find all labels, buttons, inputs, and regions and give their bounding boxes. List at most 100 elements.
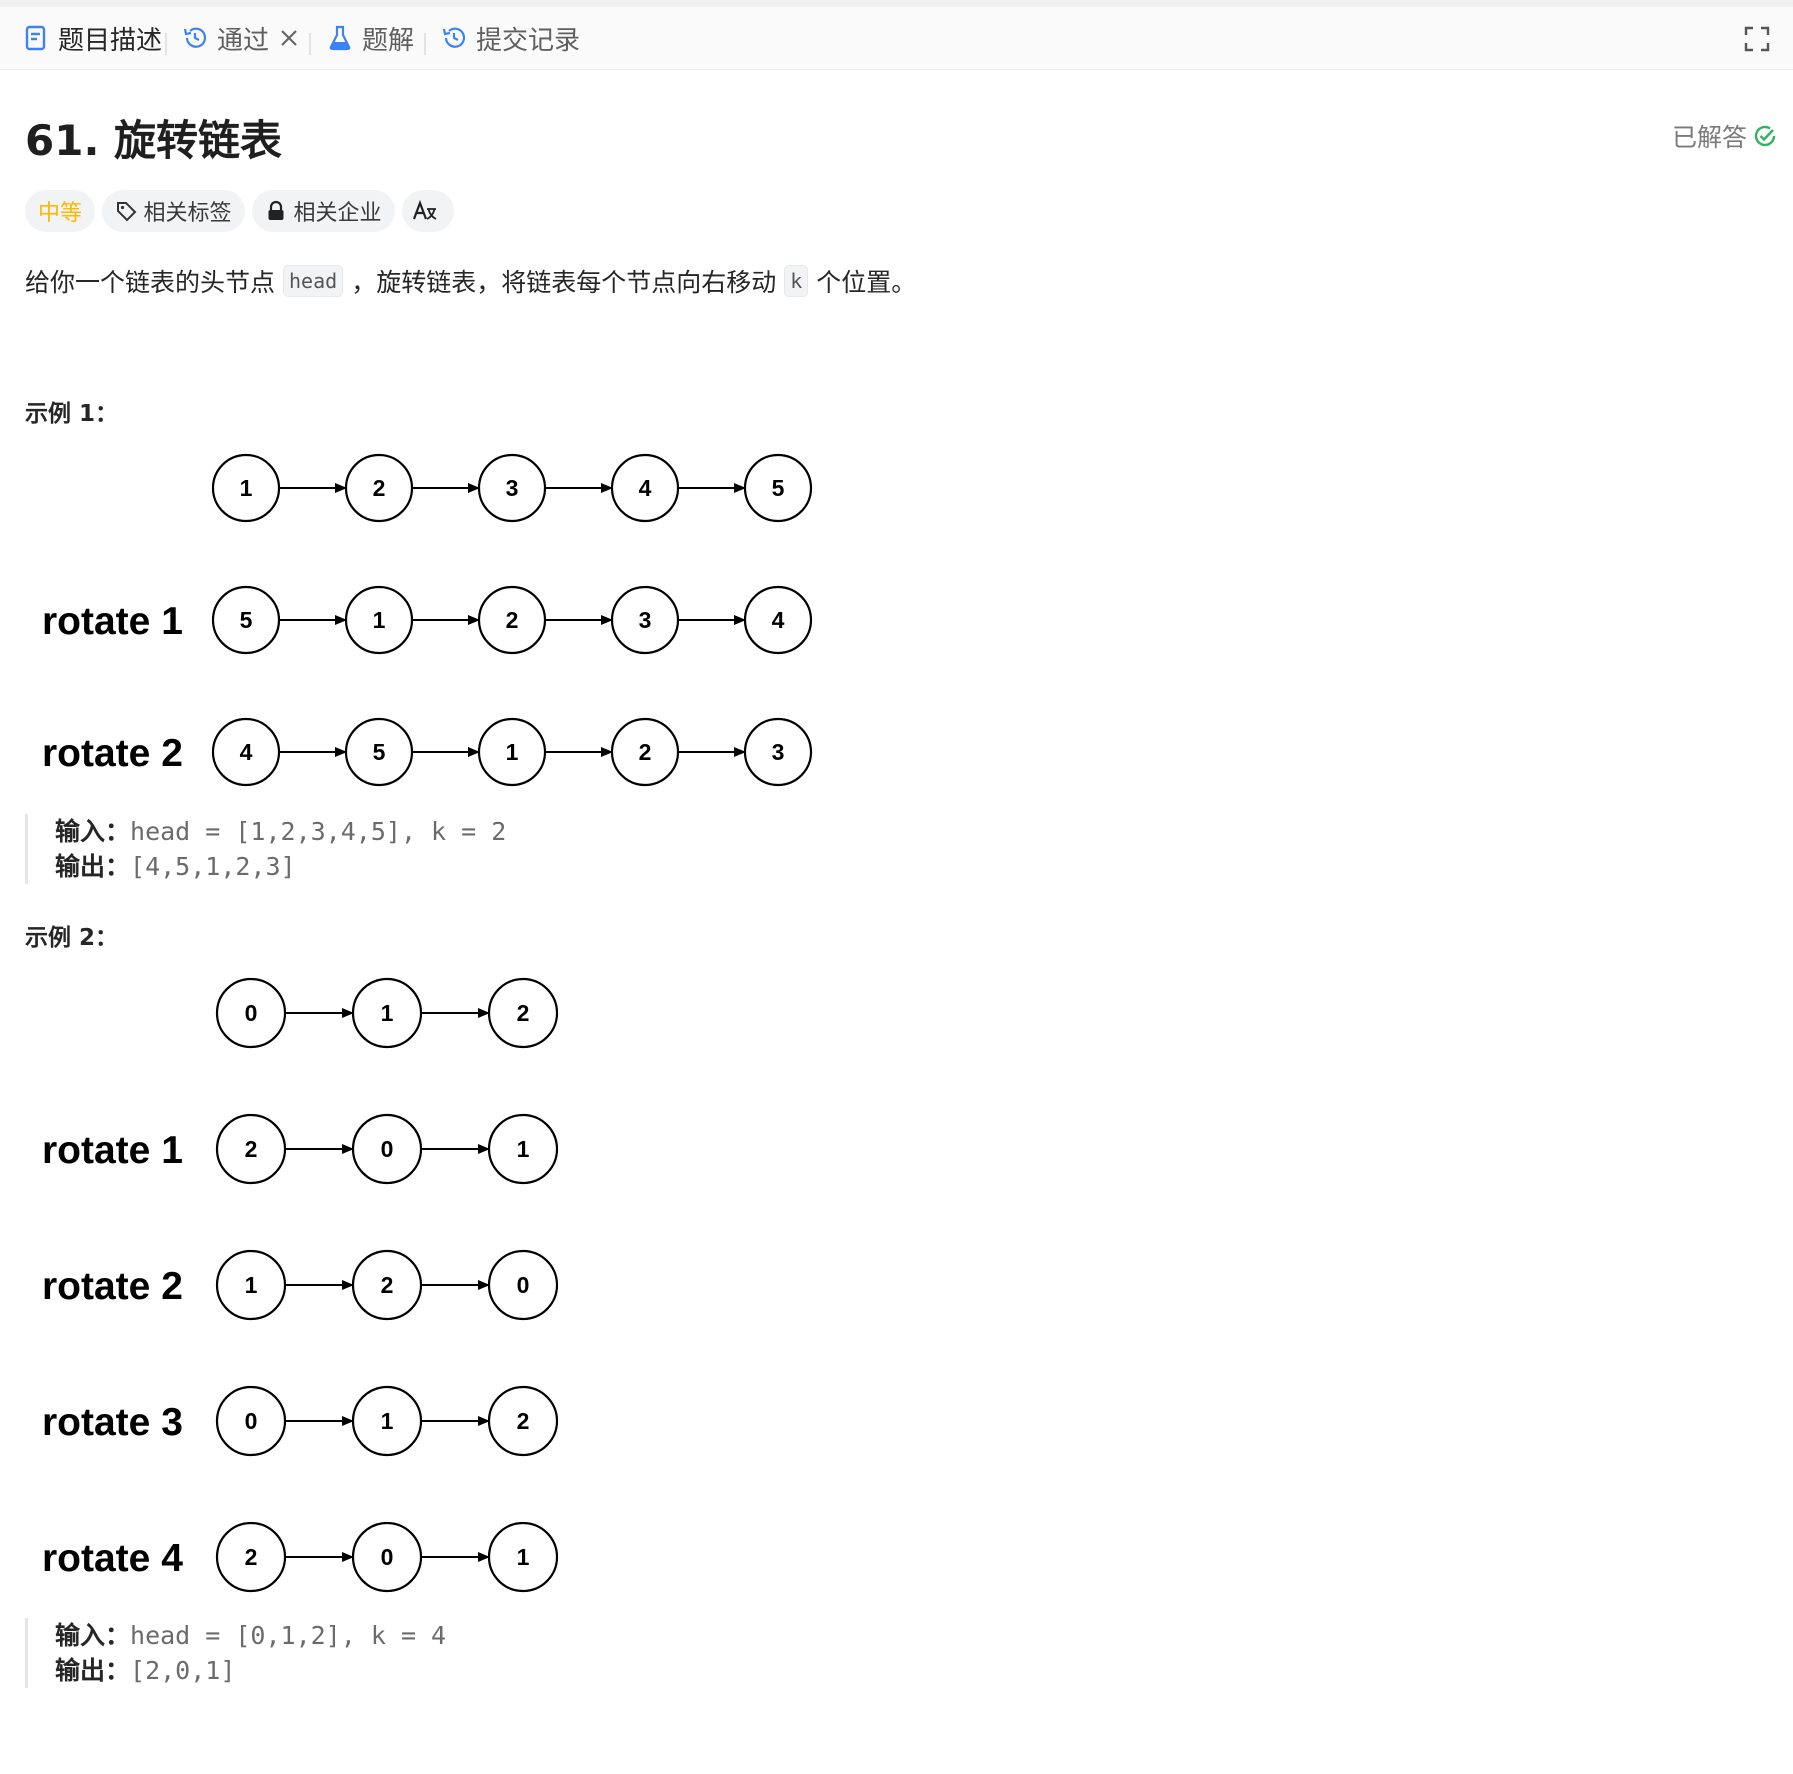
tab-description[interactable]: 题目描述 [22, 7, 162, 69]
rotate-label: rotate 1 [42, 1129, 183, 1172]
translate-button[interactable] [402, 190, 454, 232]
desc-text-3: 个位置。 [816, 268, 917, 297]
window-top-strip [0, 0, 1793, 7]
node-value: 0 [245, 1000, 258, 1026]
list-node [477, 453, 547, 523]
input-label: 输入： [55, 817, 131, 846]
list-node [487, 977, 559, 1049]
node-value: 2 [245, 1544, 258, 1570]
rotate-label: rotate 2 [42, 732, 183, 775]
list-node [351, 977, 423, 1049]
topics-button[interactable]: 相关标签 [102, 190, 245, 232]
list-node [487, 1385, 559, 1457]
node-value: 0 [381, 1544, 394, 1570]
output-value: [4,5,1,2,3] [130, 852, 296, 881]
difficulty-badge: 中等 [25, 190, 95, 232]
list-node [487, 1521, 559, 1593]
tab-bar: 题目描述 通过 题解 提交记录 [0, 7, 1793, 70]
rotate-label: rotate 4 [42, 1537, 183, 1580]
node-value: 1 [240, 475, 253, 501]
translate-icon [412, 199, 444, 223]
list-node [610, 453, 680, 523]
example-2-io: 输入：head = [0,1,2], k = 4 输出：[2,0,1] [25, 1618, 446, 1688]
example-1-io: 输入：head = [1,2,3,4,5], k = 2 输出：[4,5,1,2… [25, 814, 506, 884]
list-node [351, 1113, 423, 1185]
list-node [344, 453, 414, 523]
tab-separator [309, 33, 311, 55]
expand-icon[interactable] [1743, 25, 1771, 53]
tab-passed-label: 通过 [217, 25, 270, 56]
output-value: [2,0,1] [130, 1656, 236, 1685]
node-value: 5 [373, 739, 386, 765]
tab-separator [165, 33, 167, 55]
tab-description-label: 题目描述 [58, 25, 163, 56]
node-value: 1 [381, 1408, 394, 1434]
list-node [215, 1113, 287, 1185]
list-node [487, 1249, 559, 1321]
output-label: 输出： [55, 852, 131, 881]
list-node [215, 977, 287, 1049]
output-label: 输出： [55, 1656, 131, 1685]
tab-passed[interactable]: 通过 [181, 7, 299, 69]
node-value: 2 [381, 1272, 394, 1298]
node-value: 2 [245, 1136, 258, 1162]
difficulty-label: 中等 [37, 201, 82, 226]
inline-code-k: k [784, 265, 809, 297]
list-node [344, 717, 414, 787]
solved-status: 已解答 [1672, 118, 1777, 154]
tab-separator [424, 33, 426, 55]
node-value: 2 [517, 1408, 530, 1434]
history-icon [181, 24, 209, 52]
companies-button[interactable]: 相关企业 [252, 190, 395, 232]
tab-solutions[interactable]: 题解 [326, 7, 414, 69]
node-value: 1 [517, 1136, 530, 1162]
close-icon[interactable] [279, 28, 299, 48]
node-value: 5 [772, 475, 785, 501]
list-node [351, 1521, 423, 1593]
node-value: 2 [506, 607, 519, 633]
input-label: 输入： [55, 1621, 131, 1650]
node-value: 3 [506, 475, 519, 501]
node-value: 5 [240, 607, 253, 633]
rotate-label: rotate 2 [42, 1265, 183, 1308]
example-2-label: 示例 2： [25, 925, 119, 951]
inline-code-head: head [283, 265, 344, 297]
rotate-label: rotate 1 [42, 600, 183, 643]
list-node [215, 1249, 287, 1321]
list-node [743, 585, 813, 655]
tag-icon [115, 200, 143, 222]
problem-title: 61. 旋转链表 [25, 116, 283, 165]
node-value: 1 [245, 1272, 258, 1298]
list-node [477, 717, 547, 787]
node-value: 4 [639, 475, 652, 501]
document-icon [22, 24, 50, 52]
input-value: head = [1,2,3,4,5], k = 2 [130, 817, 507, 846]
node-value: 1 [381, 1000, 394, 1026]
input-value: head = [0,1,2], k = 4 [130, 1621, 447, 1650]
flask-icon [326, 24, 354, 52]
node-value: 4 [240, 739, 253, 765]
node-value: 0 [517, 1272, 530, 1298]
list-node [610, 585, 680, 655]
node-value: 0 [245, 1408, 258, 1434]
node-value: 4 [772, 607, 785, 633]
lock-icon [265, 200, 293, 222]
list-node [477, 585, 547, 655]
list-node [215, 1385, 287, 1457]
list-node [487, 1113, 559, 1185]
desc-text-2: ，旋转链表，将链表每个节点向右移动 [351, 268, 777, 297]
list-node [743, 453, 813, 523]
list-node [351, 1249, 423, 1321]
solved-status-label: 已解答 [1671, 123, 1747, 152]
tab-submissions-label: 提交记录 [476, 25, 581, 56]
tab-submissions[interactable]: 提交记录 [440, 7, 580, 69]
check-circle-icon [1747, 124, 1777, 148]
example-1-label: 示例 1： [25, 401, 119, 427]
